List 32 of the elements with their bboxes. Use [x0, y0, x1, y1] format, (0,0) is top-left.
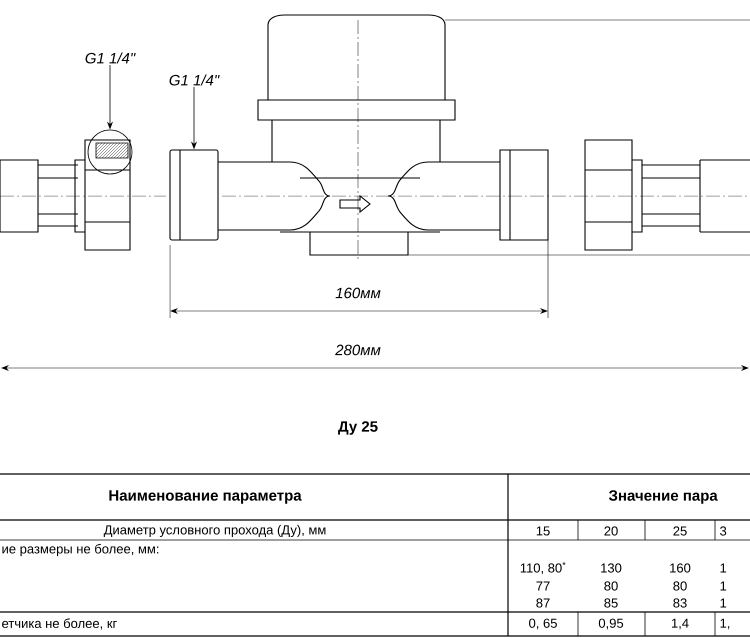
table-value: 85: [604, 598, 618, 608]
table-value: 1,4: [672, 618, 689, 630]
thread-label: G1 1/4": [170, 74, 220, 86]
row-label: Диаметр условного прохода (Ду), мм: [104, 524, 326, 538]
table-value: 83: [673, 598, 687, 608]
thread-end: [169, 149, 219, 241]
table-value: 1: [720, 582, 726, 590]
table-value: 160: [670, 563, 690, 573]
row-label: етчика не более, кг: [2, 618, 117, 630]
dimension-label: 280мм: [335, 344, 380, 356]
table-title: Ду 25: [338, 421, 378, 435]
table-value: 15: [536, 526, 550, 536]
table-value: 20: [604, 526, 618, 536]
table-value: 3: [720, 526, 726, 536]
table-value: 0, 65: [529, 618, 557, 630]
table-value: 110, 80$^{*}$: [520, 562, 566, 574]
column-header: Наименование параметра: [109, 490, 302, 504]
table-value: 1,: [720, 618, 730, 630]
table-value: 25: [673, 526, 687, 536]
table-value: 77: [536, 582, 550, 590]
table-value: 1: [720, 564, 726, 572]
table-value: 130: [601, 563, 622, 573]
column-header: Значение пара: [608, 490, 718, 504]
dimension-label: 160мм: [336, 288, 380, 298]
table-value: 0,95: [598, 618, 624, 630]
table-value: 1: [720, 598, 726, 608]
row-label: ие размеры не более, мм:: [2, 544, 158, 556]
detail-circle: [88, 130, 132, 174]
table-value: 87: [536, 598, 550, 608]
thread-label: G1 1/4": [86, 52, 136, 64]
table-value: 80: [673, 581, 687, 591]
table-value: 80: [604, 581, 618, 591]
